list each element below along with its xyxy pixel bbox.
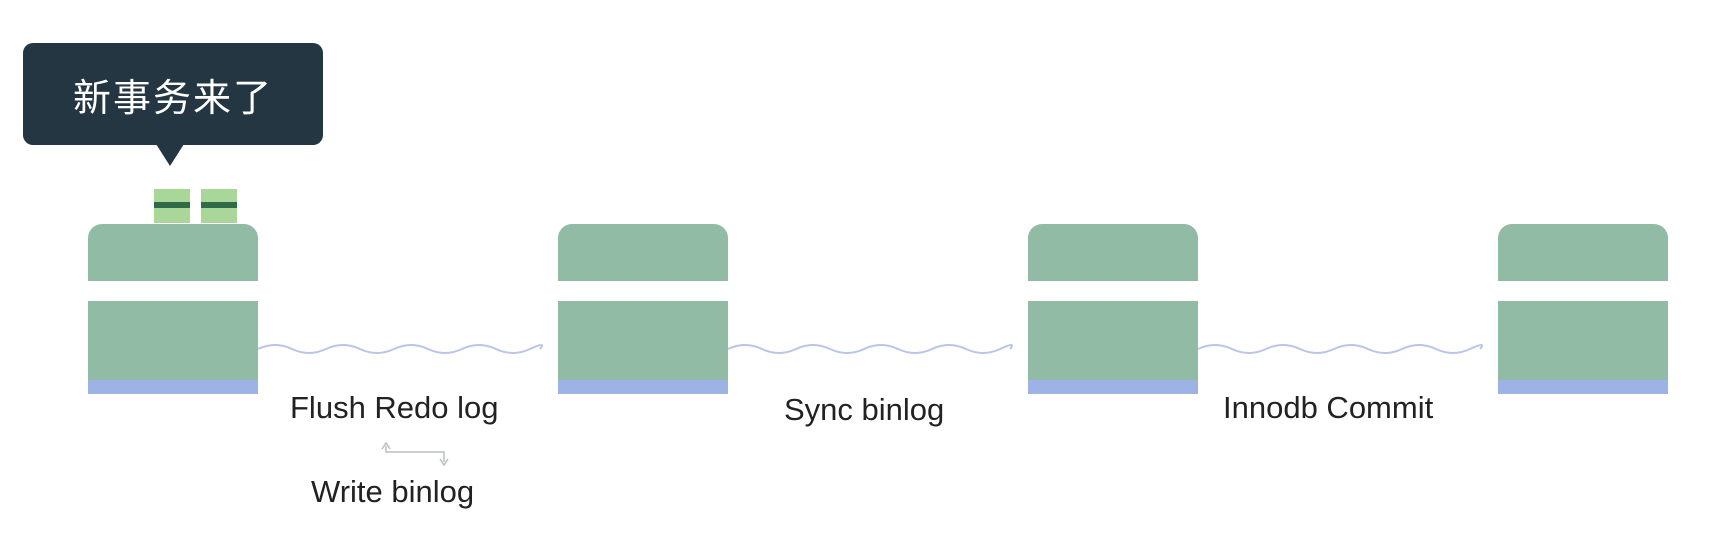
write-binlog-label: Write binlog	[311, 474, 475, 509]
connector-wave-2	[727, 344, 1013, 354]
stage-node-base	[1028, 380, 1198, 394]
stage-node-queue	[1498, 224, 1668, 281]
sync-binlog-label: Sync binlog	[784, 392, 945, 427]
stage-node-base	[1498, 380, 1668, 394]
transaction-bar	[154, 202, 190, 208]
stage-node-base	[88, 380, 258, 394]
flush-redo-log-label: Flush Redo log	[290, 390, 499, 425]
stage-node-queue	[558, 224, 728, 281]
new-transaction-tooltip: 新事务来了	[23, 43, 323, 145]
transaction-block	[201, 189, 237, 223]
stage-node-queue	[88, 224, 258, 281]
transaction-block	[154, 189, 190, 223]
tooltip-text: 新事务来了	[72, 75, 273, 120]
stage-node-body	[1498, 301, 1668, 380]
exchange-arrow-icon	[381, 441, 449, 467]
stage-node-base	[558, 380, 728, 394]
stage-node-queue	[1028, 224, 1198, 281]
connector-wave-1	[257, 344, 543, 354]
tooltip-pointer	[156, 144, 184, 166]
stage-node-body	[1028, 301, 1198, 380]
transaction-bar	[201, 202, 237, 208]
connector-wave-3	[1197, 344, 1483, 354]
stage-node-body	[558, 301, 728, 380]
stage-node-body	[88, 301, 258, 380]
innodb-commit-label: Innodb Commit	[1223, 390, 1434, 425]
